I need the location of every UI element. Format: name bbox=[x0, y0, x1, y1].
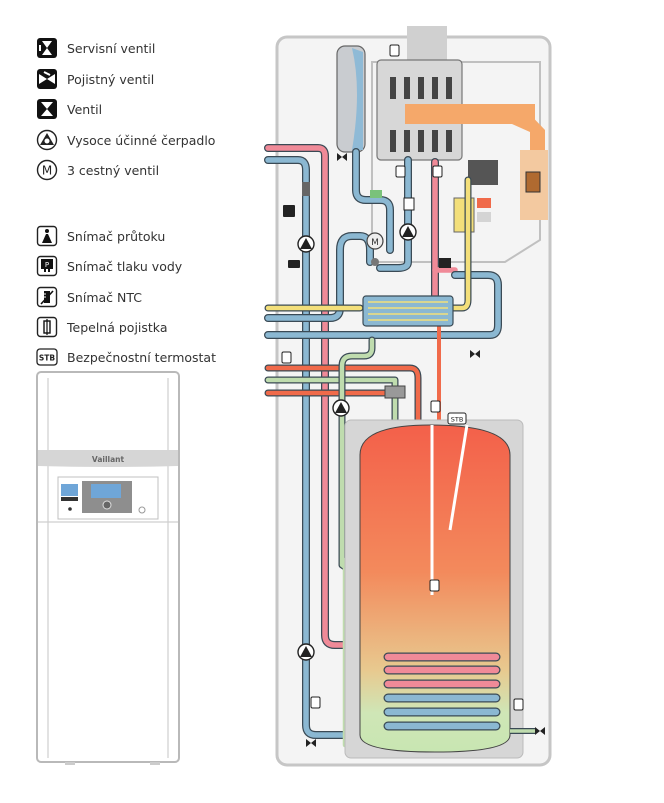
legend-item-stb: STB Bezpečnostní termostat bbox=[36, 346, 216, 368]
legend-label: Snímač průtoku bbox=[67, 228, 166, 244]
legend-item-pump: Vysoce účinné čerpadlo bbox=[36, 129, 215, 151]
legend-item-pressure-sensor: P Snímač tlaku vody bbox=[36, 255, 182, 277]
pump-dhw bbox=[399, 223, 417, 241]
pump-solar bbox=[297, 643, 315, 661]
flue-pipe bbox=[407, 26, 447, 66]
legend-item-service-valve: Servisní ventil bbox=[36, 37, 155, 59]
condensate-trap bbox=[370, 190, 382, 198]
legend-label: Servisní ventil bbox=[67, 40, 156, 56]
legend-item-valve: Ventil bbox=[36, 98, 102, 120]
valve-icon bbox=[36, 98, 58, 120]
valves bbox=[283, 153, 545, 747]
svg-text:STB: STB bbox=[39, 354, 56, 363]
legend-item-flow-sensor: Snímač průtoku bbox=[36, 225, 165, 247]
service-valve-icon bbox=[36, 37, 58, 59]
svg-text:STB: STB bbox=[451, 416, 464, 424]
ntc-sensors bbox=[281, 44, 524, 711]
svg-text:P: P bbox=[45, 261, 49, 269]
plate-heat-exchanger bbox=[362, 295, 454, 327]
legend-label: Pojistný ventil bbox=[67, 71, 155, 87]
safety-valve-icon bbox=[36, 68, 58, 90]
flow-sensor bbox=[403, 197, 415, 211]
legend-label: Snímač NTC bbox=[67, 289, 142, 305]
high-efficiency-pump-icon bbox=[36, 129, 58, 151]
legend-label: Bezpečnostní termostat bbox=[67, 349, 216, 365]
exchanger-fins bbox=[390, 77, 452, 152]
legend-label: 3 cestný ventil bbox=[67, 162, 160, 178]
boiler-module-outline bbox=[371, 61, 541, 263]
svg-text:M: M bbox=[371, 238, 379, 248]
legend-label: Tepelná pojistka bbox=[67, 319, 168, 335]
legend-label: Vysoce účinné čerpadlo bbox=[67, 132, 216, 148]
stb-probe bbox=[448, 424, 469, 531]
three-way-valve-icon: M bbox=[36, 159, 58, 181]
flow-sensor-icon bbox=[36, 225, 58, 247]
legend-item-safety-valve: Pojistný ventil bbox=[36, 68, 154, 90]
pump-heating bbox=[297, 235, 315, 253]
tank-coils bbox=[383, 652, 501, 731]
three-way-valve: M bbox=[366, 232, 384, 266]
safety-thermostat-icon: STB bbox=[36, 346, 58, 368]
ntc-sensor-icon bbox=[36, 286, 58, 308]
pressure-sensor bbox=[439, 258, 451, 268]
legend-label: Ventil bbox=[67, 101, 103, 117]
legend-item-three-way-valve: M 3 cestný ventil bbox=[36, 159, 159, 181]
burner bbox=[405, 104, 535, 124]
thermal-fuse bbox=[302, 182, 310, 196]
legend-label: Snímač tlaku vody bbox=[67, 258, 183, 274]
legend-item-thermal-fuse: Tepelná pojistka bbox=[36, 316, 167, 338]
fan-motor bbox=[525, 171, 541, 193]
thermal-fuse-icon bbox=[36, 316, 58, 338]
gas-valve bbox=[468, 160, 498, 185]
mixing-valve bbox=[384, 385, 406, 399]
water-pressure-sensor-icon: P bbox=[36, 255, 58, 277]
legend-item-ntc: Snímač NTC bbox=[36, 286, 142, 308]
svg-text:M: M bbox=[42, 164, 52, 178]
stb-sensor: STB bbox=[447, 412, 467, 425]
pump-circulation bbox=[332, 399, 350, 417]
